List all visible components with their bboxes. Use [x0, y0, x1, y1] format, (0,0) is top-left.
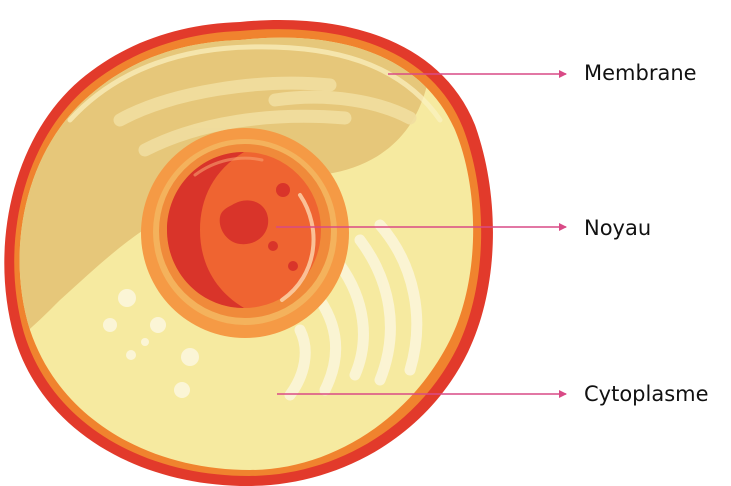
membrane-label: Membrane: [584, 63, 697, 84]
noyau-label: Noyau: [584, 218, 651, 239]
cytoplasme-label: Cytoplasme: [584, 384, 709, 405]
